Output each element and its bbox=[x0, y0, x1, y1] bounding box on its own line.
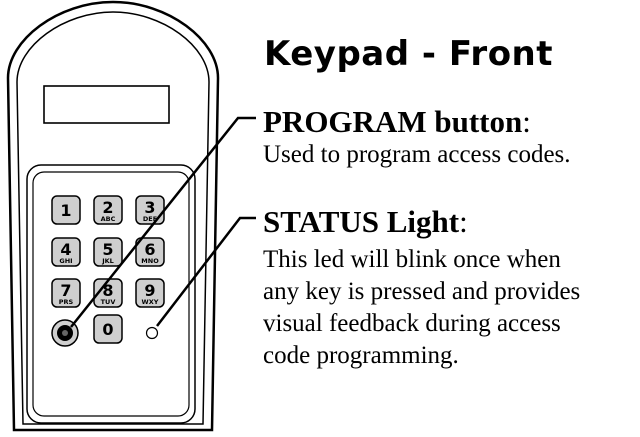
status-heading-colon: : bbox=[459, 204, 468, 239]
status-description-line: any key is pressed and provides bbox=[263, 278, 581, 305]
key-digit-label: 9 bbox=[144, 281, 155, 300]
status-description-line: visual feedback during access bbox=[263, 310, 561, 337]
status-callout-description: This led will blink once when any key is… bbox=[263, 244, 580, 372]
status-description-line: This led will blink once when bbox=[263, 246, 561, 273]
status-callout-line bbox=[156, 216, 256, 327]
key-digit-label: 7 bbox=[60, 281, 71, 300]
key-digit-label: 2 bbox=[102, 198, 113, 217]
key-letters-label: ABC bbox=[101, 215, 116, 223]
key-digit-label: 4 bbox=[60, 240, 71, 259]
key-letters-label: JKL bbox=[101, 257, 114, 265]
status-description-line: code programming. bbox=[263, 342, 459, 369]
program-heading-colon: : bbox=[522, 104, 531, 139]
keypad-panel-inner bbox=[32, 171, 190, 417]
key-digit-label: 1 bbox=[60, 201, 71, 220]
status-callout-heading: STATUS Light: bbox=[263, 204, 468, 240]
program-heading-label: PROGRAM button bbox=[263, 104, 523, 139]
display-window bbox=[43, 85, 170, 124]
key-digit-label: 8 bbox=[102, 281, 113, 300]
key-digit-label: 3 bbox=[144, 198, 155, 217]
key-letters-label: GHI bbox=[59, 257, 72, 265]
page-title: Keypad - Front bbox=[264, 34, 554, 74]
key-letters-label: DEF bbox=[143, 215, 157, 223]
key-1[interactable]: 1 bbox=[51, 195, 81, 225]
key-0[interactable]: 0 bbox=[93, 314, 123, 344]
program-callout-description: Used to program access codes. bbox=[263, 141, 571, 168]
status-heading-label: STATUS Light bbox=[263, 204, 460, 239]
device-inner-housing bbox=[16, 11, 210, 425]
key-letters-label: WXY bbox=[142, 298, 159, 306]
key-letters-label: TUV bbox=[101, 298, 116, 306]
key-digit-label: 5 bbox=[102, 240, 113, 259]
key-digit-label: 0 bbox=[102, 320, 113, 339]
program-callout-heading: PROGRAM button: bbox=[263, 104, 531, 140]
key-letters-label: PRS bbox=[59, 298, 74, 306]
key-digit-label: 6 bbox=[144, 240, 155, 259]
status-light bbox=[145, 326, 159, 340]
key-letters-label: MNO bbox=[141, 257, 159, 265]
program-callout-line bbox=[70, 116, 256, 328]
